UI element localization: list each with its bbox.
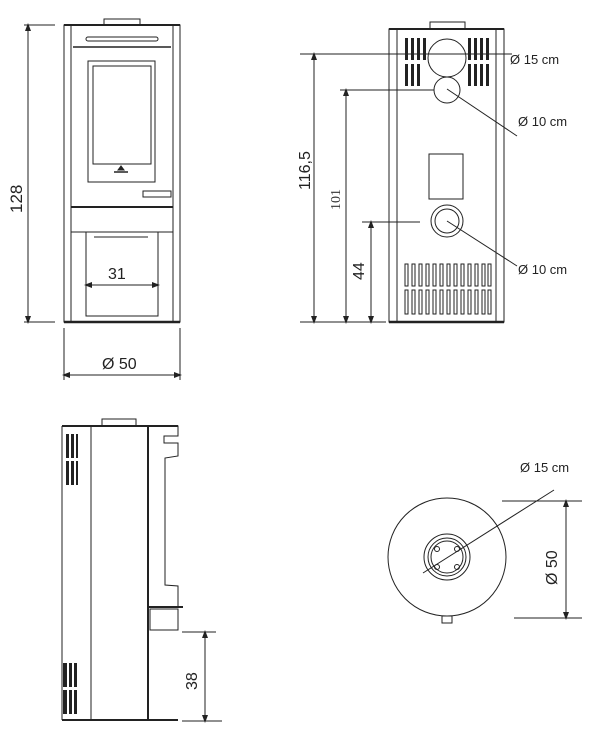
side-grille: [63, 434, 78, 714]
front-diameter-label: Ø 50: [102, 356, 137, 373]
front-height-dimension: [24, 23, 55, 324]
rear-bottom-grille: [404, 263, 492, 315]
front-height-label: 128: [7, 185, 26, 213]
front-view: [63, 18, 181, 324]
rear-outlet-label: Ø 10 cm: [518, 114, 567, 129]
rear-top-grille: [405, 38, 489, 86]
rear-height-top-outlet-label: 116,5: [297, 151, 314, 190]
front-diameter-dimension: [62, 328, 182, 380]
rear-height-air-inlet-label: 44: [351, 262, 368, 280]
rear-view: [388, 21, 505, 324]
side-base-height-label: 38: [184, 672, 201, 690]
top-view: [387, 489, 555, 624]
top-diameter-label: Ø 50: [544, 550, 561, 585]
rear-dimensions: [300, 52, 518, 324]
side-base-dimension: [182, 630, 222, 723]
rear-height-rear-outlet-label: 101: [329, 189, 344, 210]
top-diameter-dimension: [502, 499, 582, 620]
side-view: [61, 418, 183, 721]
inner-width-label: 31: [108, 266, 126, 283]
air-inlet-label: Ø 10 cm: [518, 262, 567, 277]
top-outlet-label: Ø 15 cm: [520, 460, 569, 475]
rear-top-outlet-label: Ø 15 cm: [510, 52, 559, 67]
